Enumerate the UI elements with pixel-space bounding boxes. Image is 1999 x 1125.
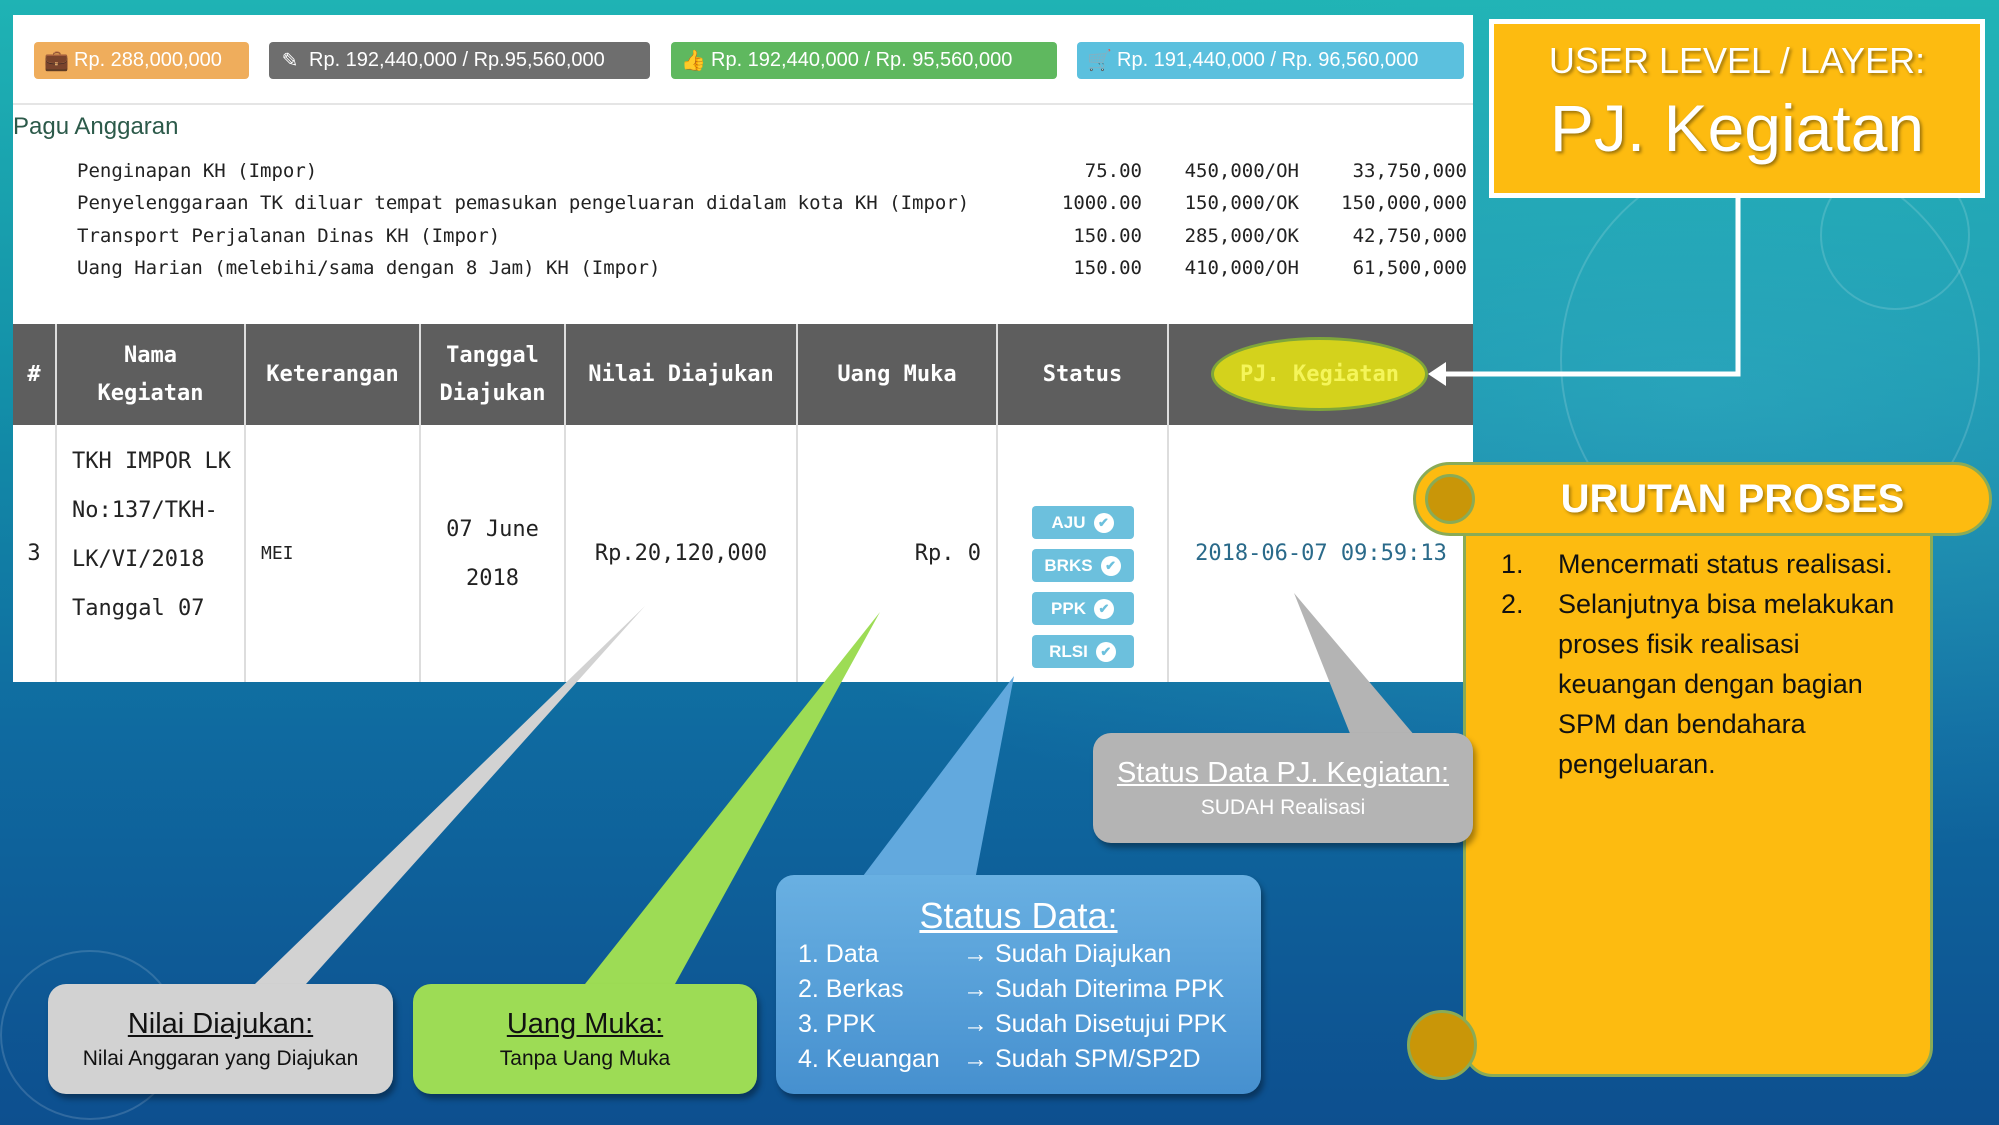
callout-status-data: Status Data: 1. Data→ Sudah Diajukan 2. … (776, 875, 1261, 1094)
cell-no: 3 (13, 425, 57, 682)
col-header-tanggal: Tanggal Diajukan (421, 324, 566, 425)
process-step: 2.Selanjutnya bisa melakukan proses fisi… (1501, 589, 1895, 779)
urutan-proses-title: URUTAN PROSES (1413, 462, 1992, 536)
edit-icon: ✎ (281, 50, 299, 72)
col-header-keterangan: Keterangan (246, 324, 421, 425)
budget-panel: 💼Rp. 288,000,000 ✎Rp. 192,440,000 / Rp.9… (13, 15, 1473, 682)
process-steps: 1.Mencermati status realisasi. 2.Selanju… (1501, 544, 1921, 784)
status-data-row: 1. Data→ Sudah Diajukan (798, 940, 1172, 968)
cell-status: AJU✔ BRKS✔ PPK✔ RLSI✔ (998, 425, 1169, 682)
cell-pj-kegiatan: 2018-06-07 09:59:13 (1195, 541, 1447, 566)
scroll-curl-bottom (1407, 1010, 1477, 1080)
check-circle-icon: ✔ (1095, 641, 1116, 662)
col-header-pj-kegiatan: PJ. Kegiatan (1211, 337, 1428, 411)
col-header-status: Status (998, 324, 1169, 425)
status-data-pointer (860, 676, 1014, 880)
col-header-no: # (13, 324, 57, 425)
cell-uang-muka: Rp. 0 (798, 425, 998, 682)
status-data-row: 3. PPK→ Sudah Disetujui PPK (798, 1010, 1228, 1038)
urutan-proses-scroll: URUTAN PROSES 1.Mencermati status realis… (1407, 462, 1992, 1081)
callout-uang-muka: Uang Muka: Tanpa Uang Muka (413, 984, 757, 1094)
cart-icon: 🛒 (1087, 50, 1112, 72)
status-data-row: 2. Berkas→ Sudah Diterima PPK (798, 975, 1225, 1003)
scroll-curl-top (1425, 474, 1475, 524)
cell-nilai: Rp.20,120,000 (566, 425, 798, 682)
check-circle-icon: ✔ (1093, 512, 1114, 533)
cell-nama: TKH IMPOR LK No:137/TKH-LK/VI/2018 Tangg… (57, 425, 246, 682)
status-data-row: 4. Keuangan→ Sudah SPM/SP2D (798, 1045, 1201, 1073)
pagu-title: Pagu Anggaran (13, 113, 179, 140)
callout-status-pj: Status Data PJ. Kegiatan: SUDAH Realisas… (1093, 733, 1473, 843)
callout-nilai-diajukan: Nilai Diajukan: Nilai Anggaran yang Diaj… (48, 984, 393, 1094)
budget-row: Uang Harian (melebihi/sama dengan 8 Jam)… (77, 257, 1467, 279)
status-badge-aju[interactable]: AJU✔ (1031, 506, 1134, 539)
thumbs-up-icon: 👍 (681, 50, 706, 72)
cell-tanggal: 07 June 2018 (421, 425, 566, 682)
cell-keterangan: MEI (246, 425, 421, 682)
check-circle-icon: ✔ (1100, 555, 1121, 576)
budget-row: Transport Perjalanan Dinas KH (Impor)150… (77, 225, 1467, 247)
status-badge-brks[interactable]: BRKS✔ (1031, 549, 1134, 582)
summary-badge-diajukan: ✎Rp. 192,440,000 / Rp.95,560,000 (269, 42, 650, 79)
summary-badge-pagu: 💼Rp. 288,000,000 (34, 42, 249, 79)
budget-row: Penyelenggaraan TK diluar tempat pemasuk… (77, 192, 1467, 214)
user-level-title: USER LEVEL / LAYER: PJ. Kegiatan (1489, 19, 1985, 198)
status-badge-ppk[interactable]: PPK✔ (1031, 592, 1134, 625)
check-circle-icon: ✔ (1093, 598, 1114, 619)
divider (13, 103, 1473, 105)
status-badge-rlsi[interactable]: RLSI✔ (1031, 635, 1134, 668)
summary-badge-realisasi: 🛒Rp. 191,440,000 / Rp. 96,560,000 (1077, 42, 1464, 79)
col-header-nama: Nama Kegiatan (57, 324, 246, 425)
col-header-nilai: Nilai Diajukan (566, 324, 798, 425)
summary-badge-disetujui: 👍Rp. 192,440,000 / Rp. 95,560,000 (671, 42, 1057, 79)
col-header-uang-muka: Uang Muka (798, 324, 998, 425)
briefcase-icon: 💼 (44, 50, 69, 72)
process-step: 1.Mencermati status realisasi. (1501, 549, 1893, 579)
